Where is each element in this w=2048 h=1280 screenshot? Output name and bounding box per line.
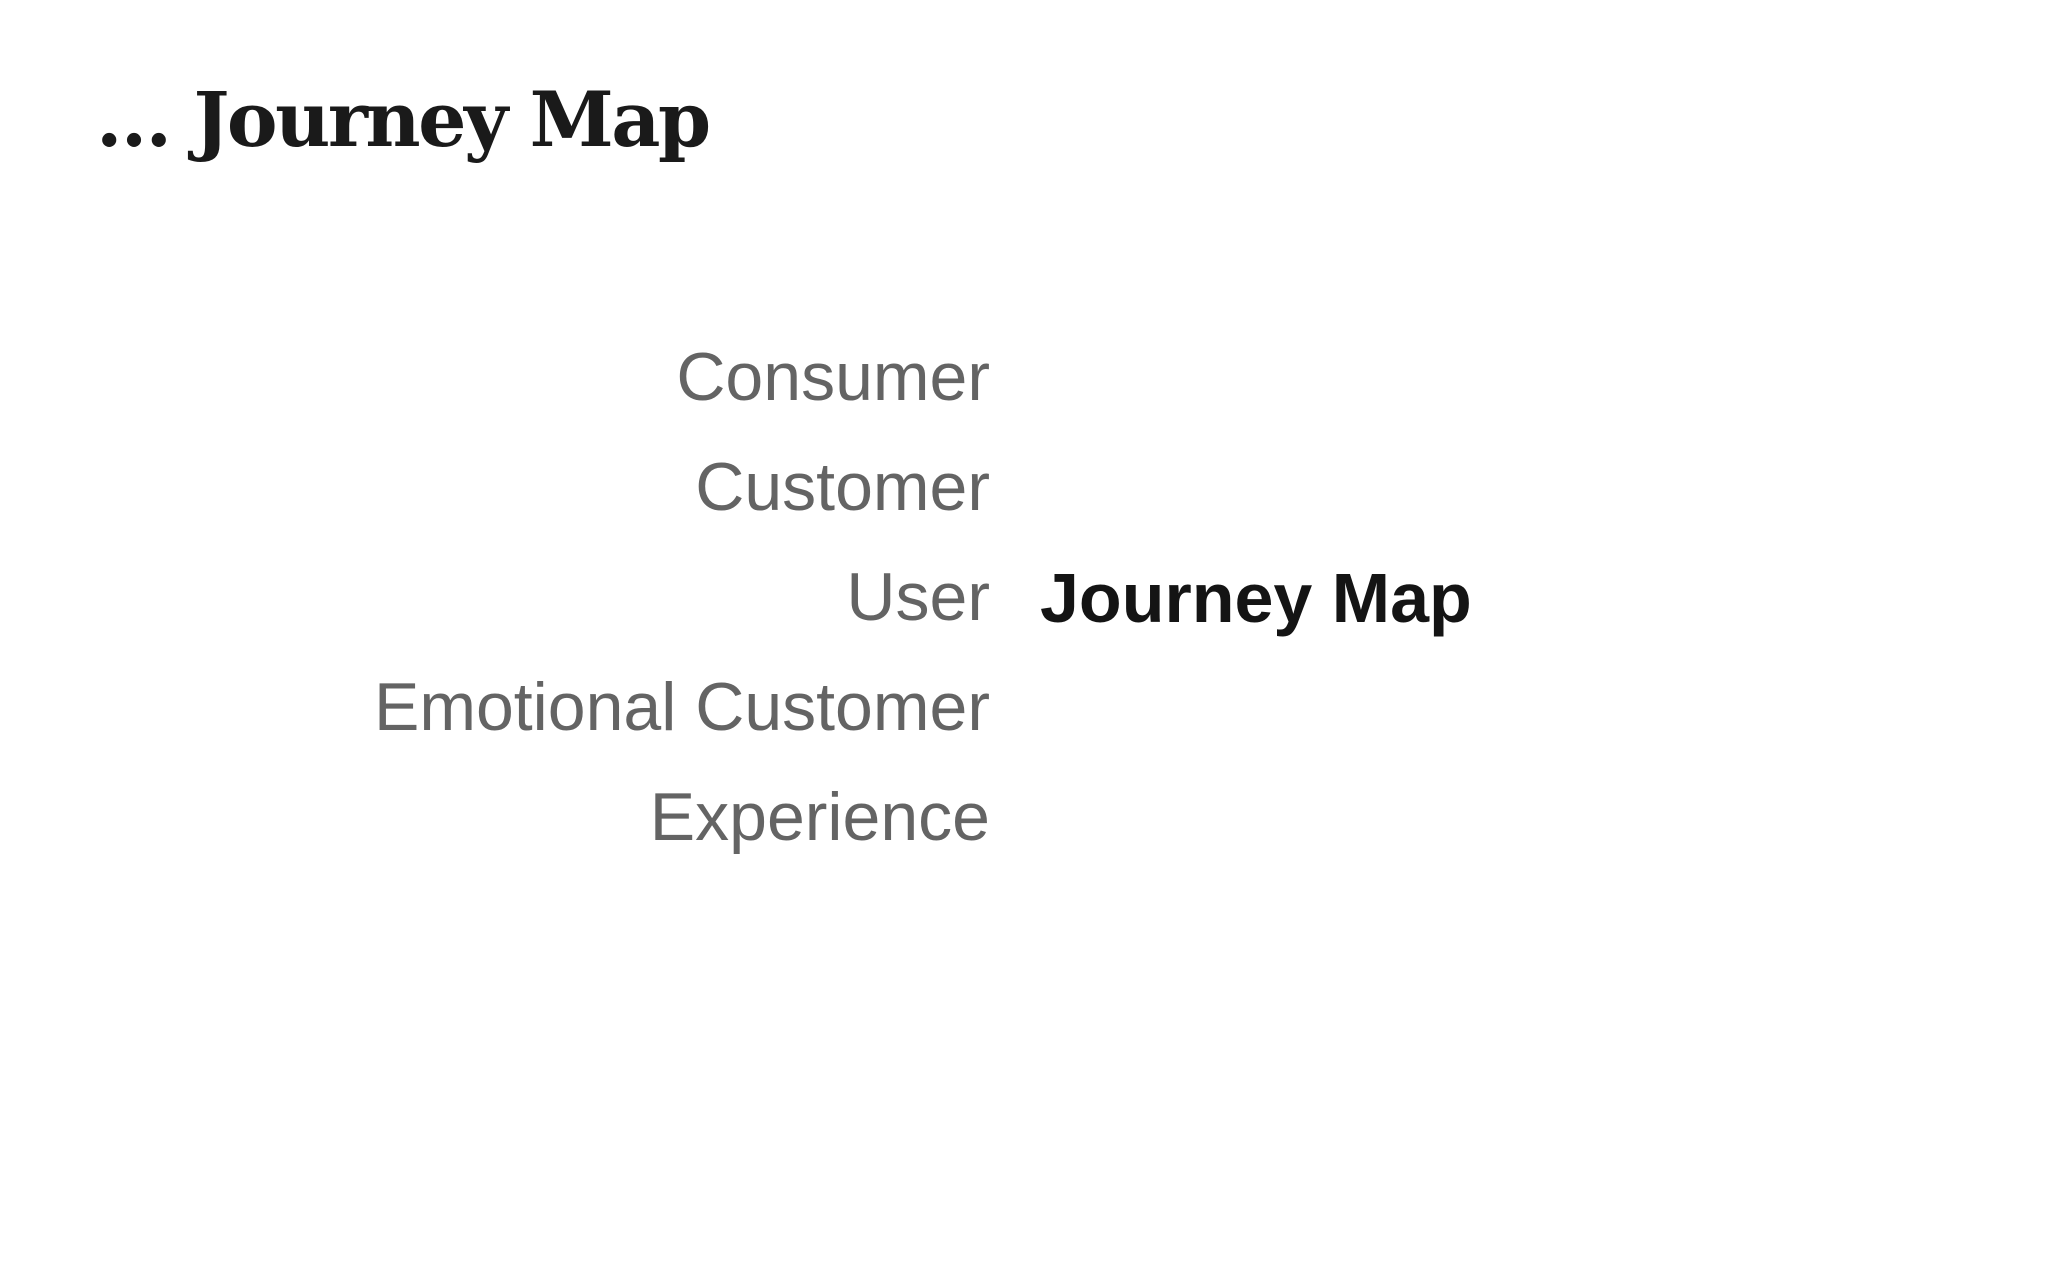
journey-map-label: Journey Map: [1040, 559, 1472, 637]
term-emotional-customer: Emotional Customer: [373, 669, 990, 745]
term-customer: Customer: [695, 449, 990, 525]
term-consumer: Consumer: [676, 339, 990, 415]
term-list: Consumer Customer User Emotional Custome…: [374, 322, 990, 872]
term-experience: Experience: [649, 779, 990, 855]
term-user: User: [846, 559, 990, 635]
page-title: … Journey Map: [96, 75, 711, 164]
